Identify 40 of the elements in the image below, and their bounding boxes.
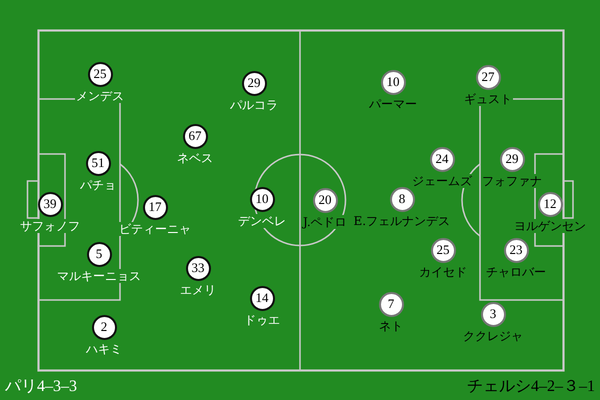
player-name: デンベレ bbox=[237, 214, 287, 228]
number-circle: 3 bbox=[480, 302, 506, 326]
player-name: メンデス bbox=[75, 88, 125, 102]
player-name: ジェームズ bbox=[411, 174, 473, 188]
player-name: ククレジャ bbox=[462, 328, 524, 342]
player-name: マルキーニョス bbox=[56, 268, 142, 282]
number-circle: 12 bbox=[538, 192, 562, 216]
number-circle: 8 bbox=[390, 186, 414, 212]
number-circle: 14 bbox=[250, 286, 274, 310]
player-name: サフォノフ bbox=[19, 218, 81, 232]
number-circle: 29 bbox=[500, 146, 524, 172]
player-name: パルコラ bbox=[229, 98, 279, 112]
number-circle: 25 bbox=[430, 238, 456, 262]
number-circle: 27 bbox=[476, 64, 500, 90]
number-circle: 10 bbox=[250, 186, 274, 212]
player-name: カイセド bbox=[418, 264, 468, 278]
number-circle: 67 bbox=[182, 124, 208, 148]
number-circle: 51 bbox=[86, 150, 110, 176]
number-circle: 17 bbox=[142, 194, 168, 220]
number-circle: 39 bbox=[38, 192, 62, 216]
number-circle: 33 bbox=[186, 256, 210, 280]
player-name: チャロバー bbox=[485, 264, 547, 278]
formation-label: チェルシ4–2–３–1 bbox=[467, 377, 595, 397]
player-name: ヨルゲンセン bbox=[513, 218, 587, 232]
player-name: パーマー bbox=[368, 96, 418, 110]
number-circle: 2 bbox=[92, 314, 116, 340]
player-name: ビティーニャ bbox=[118, 222, 192, 236]
number-circle: 23 bbox=[504, 238, 528, 262]
number-circle: 29 bbox=[242, 70, 266, 96]
number-circle: 24 bbox=[430, 146, 454, 172]
number-circle: 25 bbox=[88, 62, 112, 86]
player-name: E.フェルナンデス bbox=[352, 214, 452, 228]
player-name: ギュスト bbox=[463, 92, 513, 106]
player-name: ネベス bbox=[176, 150, 214, 164]
number-circle: 5 bbox=[86, 242, 112, 266]
formation-label: パリ4–3–3 bbox=[5, 377, 77, 397]
player-name: フォファナ bbox=[481, 174, 543, 188]
number-circle: 20 bbox=[312, 188, 338, 212]
number-circle: 7 bbox=[378, 292, 404, 316]
number-circle: 10 bbox=[380, 70, 406, 94]
